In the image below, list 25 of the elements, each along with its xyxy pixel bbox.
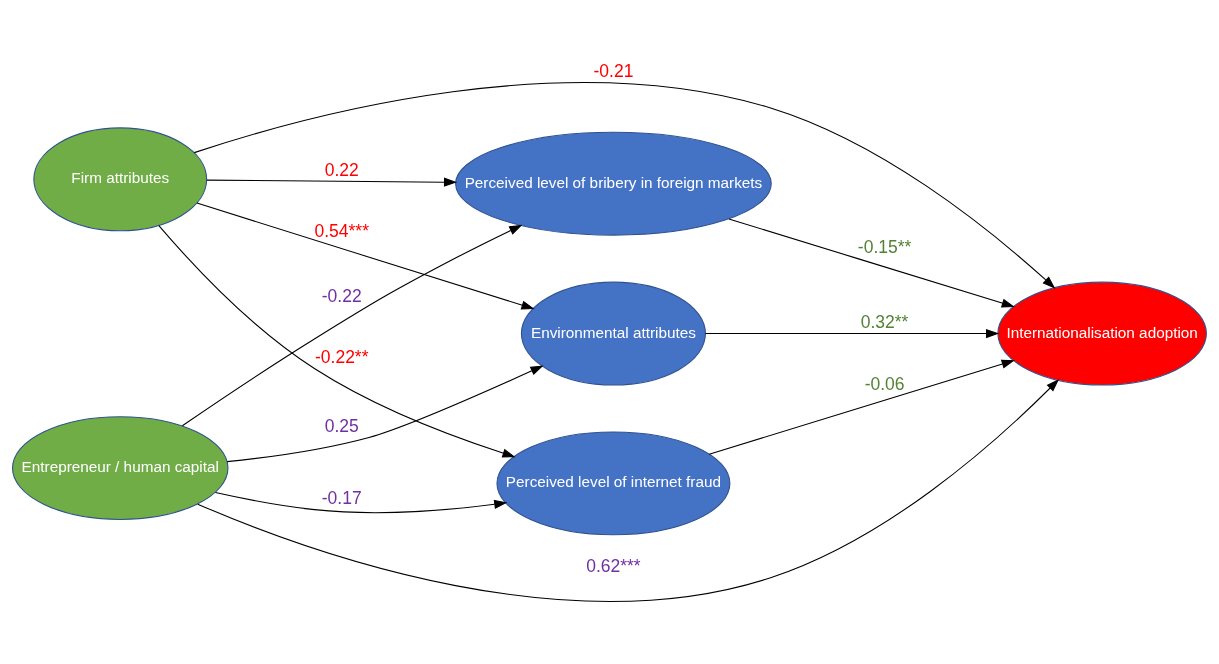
edge-label: 0.25 [324, 415, 359, 436]
edge-label: -0.15** [857, 236, 912, 257]
arrow [193, 81, 1056, 289]
node-ellipse: Perceived level of internet fraud [496, 430, 731, 535]
edge-label: -0.22** [314, 346, 369, 367]
edge-label: 0.62*** [586, 555, 641, 576]
edge-label: 0.54*** [314, 220, 369, 241]
arrow [728, 217, 1015, 308]
arrow [196, 202, 535, 310]
node-ellipse: Firm attributes [33, 126, 208, 231]
arrow [181, 224, 523, 426]
edge-label: 0.22 [324, 159, 359, 180]
edge-label: -0.21 [593, 60, 634, 81]
arrow [197, 378, 1060, 602]
arrow [158, 224, 516, 458]
arrow [708, 359, 1015, 455]
edge-label: 0.32** [860, 311, 909, 332]
arrow [226, 365, 544, 462]
edge-label: -0.17 [321, 487, 362, 508]
edge-label: -0.06 [864, 373, 905, 394]
edge-label: -0.22 [321, 285, 362, 306]
node-ellipse: Entrepreneur / human capital [11, 415, 229, 520]
arrow [704, 328, 1000, 338]
arrow [214, 491, 508, 513]
arrow [206, 177, 458, 187]
